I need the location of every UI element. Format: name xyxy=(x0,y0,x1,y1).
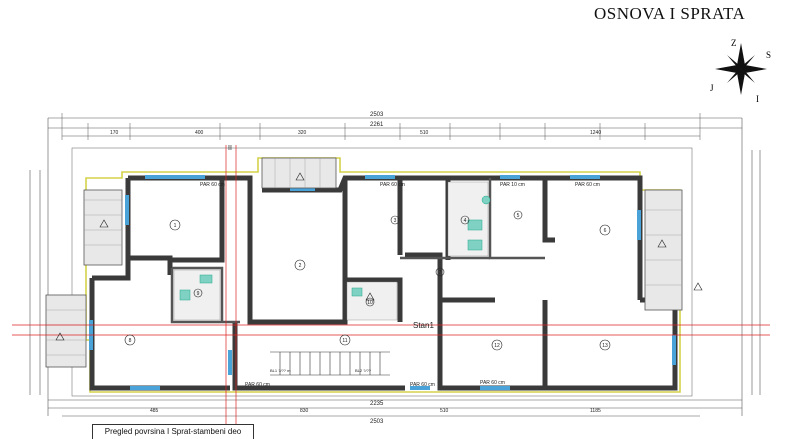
bottom-segment: 510 xyxy=(440,408,449,414)
par-label: PAR 60 cm xyxy=(380,182,405,188)
room-number: 9 xyxy=(197,291,200,297)
room-number: 13 xyxy=(602,343,608,349)
fixtures xyxy=(179,195,491,301)
inner-walls xyxy=(170,178,545,324)
stair-label: BL2 ?/?? xyxy=(355,368,372,373)
balconies xyxy=(45,157,683,368)
room-number: 12 xyxy=(494,343,500,349)
room-number: 3 xyxy=(394,218,397,224)
room-number: 6 xyxy=(604,228,607,234)
room-number: 4 xyxy=(464,218,467,224)
section-mark-top: II xyxy=(228,145,232,152)
stair-label: BL1 ?/?? m xyxy=(270,368,291,373)
top-dimension-outer: 2503 xyxy=(370,112,384,118)
par-label: PAR 60 cm xyxy=(245,382,270,388)
section-lines xyxy=(12,145,770,432)
top-segment: 400 xyxy=(195,130,204,136)
compass-rose-icon: Z S J I xyxy=(710,38,771,104)
par-label: PAR 60 cm xyxy=(200,182,225,188)
page-title: OSNOVA I SPRATA xyxy=(594,4,746,23)
bottom-dimension-outer: 2503 xyxy=(370,419,384,425)
room-number: 1 xyxy=(174,223,177,229)
top-segment: 510 xyxy=(420,130,429,136)
roof-outline xyxy=(71,147,693,397)
compass-west-label: J xyxy=(710,83,714,93)
room-markers xyxy=(124,210,611,351)
room-number: 2 xyxy=(299,263,302,269)
par-label: PAR 60 cm xyxy=(575,182,600,188)
bottom-segment: 1185 xyxy=(590,408,601,414)
top-dimension-inner: 2261 xyxy=(370,122,384,128)
bottom-segment: 830 xyxy=(300,408,309,414)
par-label: PAR 60 cm xyxy=(480,380,505,386)
dimension-frame xyxy=(29,117,761,417)
room-number: 7 xyxy=(439,270,442,276)
apartment-label: Stan1 xyxy=(413,321,434,330)
par-label: PAR 10 cm xyxy=(500,182,525,188)
level-markers xyxy=(55,172,703,341)
top-segment: 1240 xyxy=(590,130,601,136)
room-number: 11 xyxy=(342,338,347,344)
compass-south-label: I xyxy=(756,94,759,104)
room-number: 8 xyxy=(129,338,132,344)
caption: Pregled povrsina I Sprat-stambeni deo xyxy=(92,424,254,439)
bottom-segment: 485 xyxy=(150,408,159,414)
compass-east-label: S xyxy=(766,50,771,60)
room-number: 5 xyxy=(517,213,520,219)
top-segment: 320 xyxy=(298,130,307,136)
compass-north-label: Z xyxy=(731,38,737,48)
par-label: PAR 60 cm xyxy=(410,382,435,388)
top-segment: 170 xyxy=(110,130,119,136)
bottom-dimension-inner: 2235 xyxy=(370,401,384,407)
staircase xyxy=(270,351,390,376)
room-number: 10 xyxy=(367,300,373,306)
